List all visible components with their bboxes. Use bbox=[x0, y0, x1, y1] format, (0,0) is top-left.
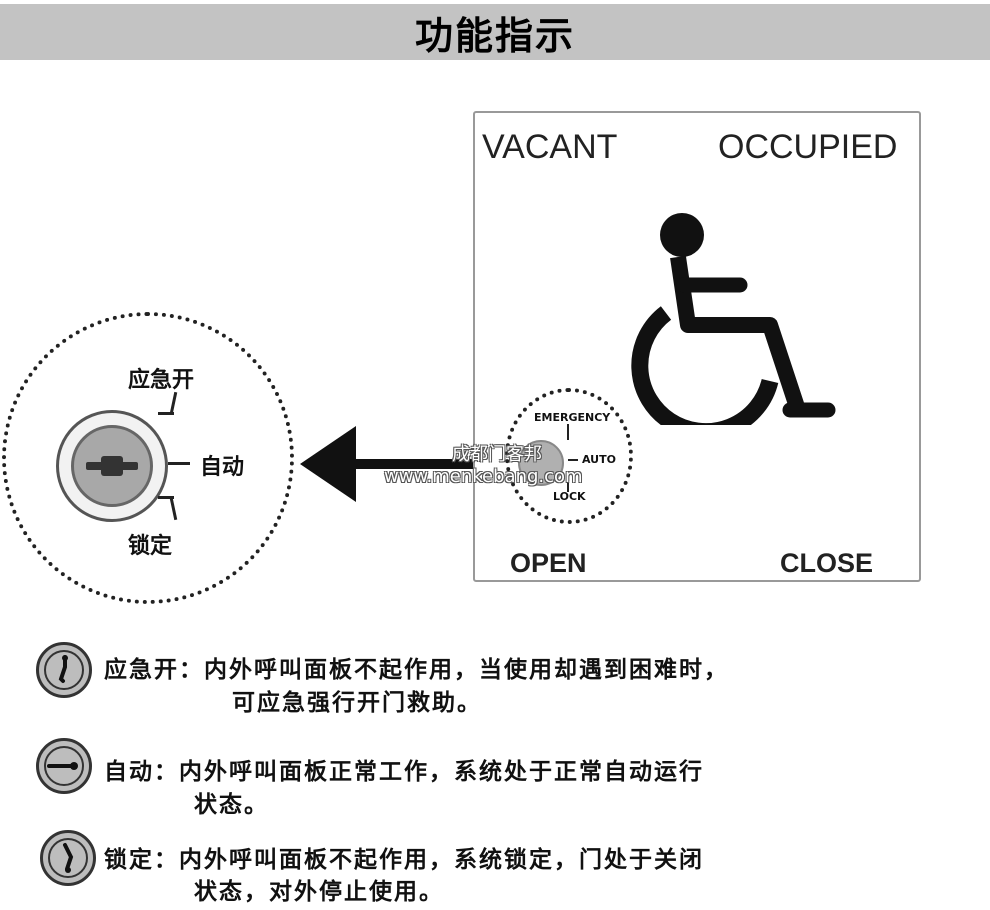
legend-emergency-line2: 可应急强行开门救助。 bbox=[232, 690, 482, 716]
lock-leader-tick bbox=[158, 496, 174, 499]
key-knob bbox=[101, 456, 123, 476]
legend-auto-line2: 状态。 bbox=[194, 792, 269, 818]
key-emergency-icon bbox=[36, 642, 92, 698]
page-header: 功能指示 bbox=[0, 4, 990, 60]
auto-label: 自动 bbox=[200, 455, 245, 480]
sign-emergency-leader bbox=[567, 424, 569, 440]
arrow-head-icon bbox=[300, 426, 356, 502]
key-switch-face bbox=[71, 425, 153, 507]
close-label: CLOSE bbox=[780, 548, 874, 578]
emergency-label: 应急开 bbox=[128, 368, 195, 393]
sign-lock-leader bbox=[567, 480, 569, 492]
zoom-dotted-circle bbox=[2, 312, 294, 604]
key-switch bbox=[56, 410, 168, 522]
auto-leader-line bbox=[168, 462, 190, 465]
sign-auto-leader bbox=[568, 459, 578, 461]
watermark-line1: 成都门客邦 bbox=[452, 444, 542, 465]
key-lock-icon bbox=[40, 830, 96, 886]
page-title: 功能指示 bbox=[414, 13, 575, 58]
emergency-leader-tick bbox=[158, 412, 174, 415]
arrow-shaft bbox=[352, 459, 480, 469]
door-sign-panel bbox=[473, 111, 921, 582]
occupied-label: OCCUPIED bbox=[718, 128, 898, 166]
lock-label: 锁定 bbox=[128, 534, 173, 559]
vacant-label: VACANT bbox=[482, 128, 618, 166]
open-label: OPEN bbox=[510, 548, 587, 578]
sign-emergency-label: EMERGENCY bbox=[534, 411, 611, 424]
sign-switch-dotted-circle bbox=[505, 388, 633, 524]
legend-lock-line1: 锁定：内外呼叫面板不起作用，系统锁定，门处于关闭 bbox=[104, 847, 704, 873]
watermark-line2: www.menkebang.com bbox=[384, 466, 583, 487]
sign-lock-label: LOCK bbox=[553, 490, 586, 503]
legend-auto-line1: 自动：内外呼叫面板正常工作，系统处于正常自动运行 bbox=[104, 759, 704, 785]
legend-lock-line2: 状态，对外停止使用。 bbox=[194, 879, 444, 905]
key-auto-icon bbox=[36, 738, 92, 794]
wheelchair-icon bbox=[631, 213, 836, 425]
legend-emergency-line1: 应急开：内外呼叫面板不起作用，当使用却遇到困难时， bbox=[104, 657, 729, 683]
sign-auto-label: AUTO bbox=[582, 453, 616, 466]
sign-key-switch bbox=[518, 440, 564, 486]
